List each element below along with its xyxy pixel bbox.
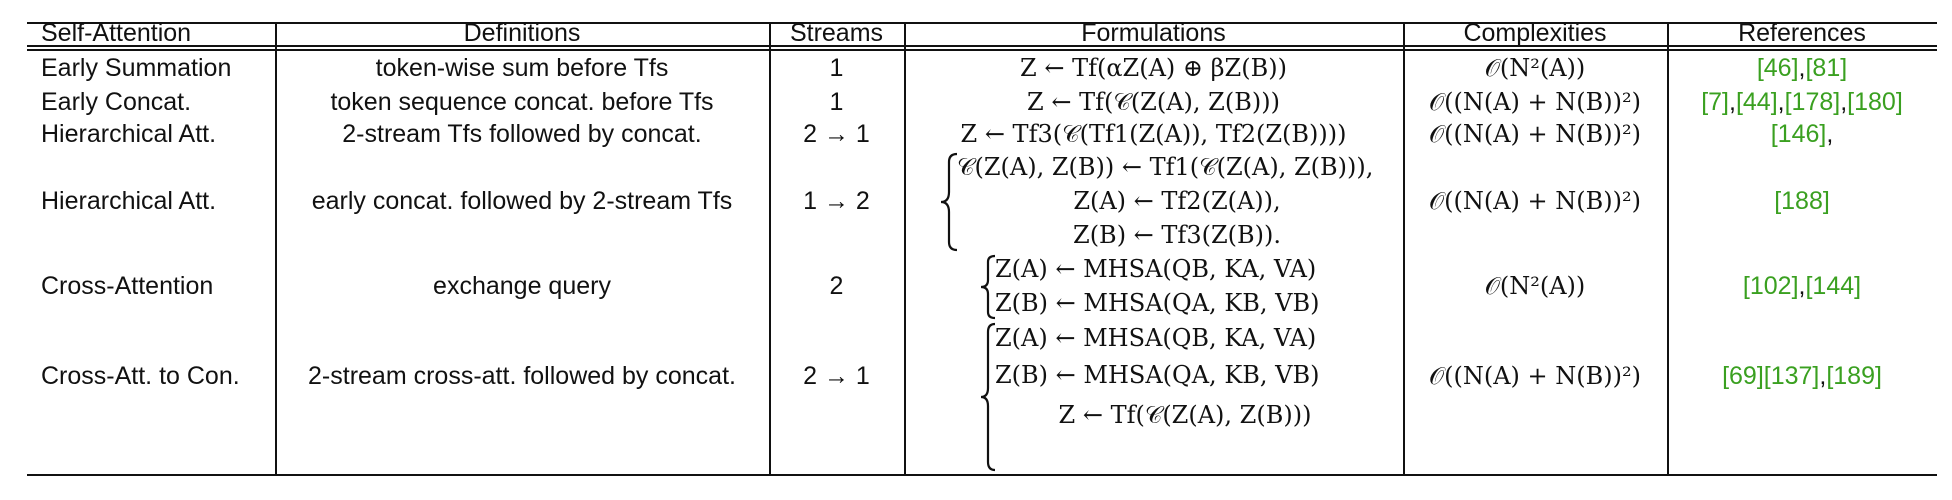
header-definitions: Definitions: [463, 19, 581, 47]
reference-link[interactable]: [102]: [1742, 271, 1799, 300]
streams-cell: 1 → 2: [803, 186, 870, 215]
reference-link[interactable]: [189]: [1826, 361, 1882, 390]
references-cell: [46], [81]: [1667, 50, 1937, 86]
definition-cell: token-wise sum before Tfs: [375, 53, 669, 82]
definition-cell: exchange query: [433, 271, 611, 300]
self-attention-cell: Early Concat.: [41, 87, 192, 116]
definition-cell: 2-stream cross-att. followed by concat.: [308, 361, 736, 390]
formulation-line: Z(A) ← MHSA(QB, KA, VA): [995, 324, 1317, 352]
reference-link[interactable]: [178]: [1784, 87, 1841, 116]
references-cell: [102], [144]: [1667, 252, 1937, 320]
streams-cell: 2: [829, 271, 844, 300]
reference-link[interactable]: [146]: [1770, 119, 1827, 148]
column-divider: [1667, 22, 1669, 476]
reference-separator: ,: [1798, 53, 1806, 82]
left-brace: [980, 254, 996, 320]
self-attention-cell: Early Summation: [41, 53, 232, 82]
complexity-cell: 𝒪(N²(A)): [1484, 272, 1586, 300]
header-rule-1: [27, 45, 1937, 47]
header-self-attention: Self-Attention: [41, 19, 192, 47]
self-attention-cell: Cross-Attention: [41, 271, 214, 300]
reference-separator: ,: [1729, 87, 1736, 116]
formulation-line: Z(B) ← MHSA(QA, KB, VB): [995, 361, 1320, 389]
references-cell: [7], [44], [178], [180]: [1667, 86, 1937, 118]
formulation-line: Z ← Tf(𝒞(Z(A), Z(B))): [1058, 401, 1312, 429]
self-attention-cell: Hierarchical Att.: [41, 186, 217, 215]
references-cell: [188]: [1667, 150, 1937, 252]
reference-separator: ,: [1826, 119, 1834, 148]
references-cell: [69] [137], [189]: [1667, 320, 1937, 432]
header-complexities: Complexities: [1463, 19, 1607, 47]
bottom-rule: [27, 474, 1937, 476]
streams-cell: 2 → 1: [803, 119, 870, 148]
left-brace: [980, 322, 996, 472]
reference-link[interactable]: [188]: [1774, 186, 1830, 215]
top-rule: [27, 22, 1937, 24]
complexity-cell: 𝒪((N(A) + N(B))²): [1429, 88, 1641, 116]
header-rule-2: [27, 49, 1937, 51]
complexity-cell: 𝒪(N²(A)): [1484, 54, 1586, 82]
definition-cell: early concat. followed by 2-stream Tfs: [311, 186, 733, 215]
reference-separator: ,: [1798, 271, 1806, 300]
reference-link[interactable]: [46]: [1756, 53, 1799, 82]
header-formulations: Formulations: [1081, 19, 1226, 47]
formulation-line: Z(B) ← MHSA(QA, KB, VB): [995, 289, 1320, 317]
reference-separator: ,: [1777, 87, 1785, 116]
header-streams: Streams: [789, 19, 884, 47]
reference-link[interactable]: [144]: [1805, 271, 1862, 300]
definition-cell: 2-stream Tfs followed by concat.: [342, 119, 702, 148]
complexity-cell: 𝒪((N(A) + N(B))²): [1429, 187, 1641, 215]
reference-link[interactable]: [180]: [1847, 87, 1903, 116]
formulation-line: 𝒞(Z(A), Z(B)) ← Tf1(𝒞(Z(A), Z(B))),: [957, 153, 1374, 181]
left-brace: [940, 152, 958, 252]
self-attention-cell: Cross-Att. to Con.: [41, 361, 240, 390]
column-divider: [275, 22, 277, 476]
reference-link[interactable]: [81]: [1805, 53, 1848, 82]
streams-cell: 1: [829, 53, 844, 82]
formulation-cell: Z ← Tf3(𝒞(Tf1(Z(A)), Tf2(Z(B)))): [960, 120, 1347, 148]
complexity-cell: 𝒪((N(A) + N(B))²): [1429, 120, 1641, 148]
header-references: References: [1738, 19, 1866, 47]
streams-cell: 1: [829, 87, 844, 116]
complexity-cell: 𝒪((N(A) + N(B))²): [1429, 362, 1641, 390]
reference-link[interactable]: [69]: [1722, 361, 1764, 390]
reference-separator: ,: [1840, 87, 1848, 116]
formulation-line: Z(A) ← Tf2(Z(A)),: [1073, 187, 1281, 215]
formulation-line: Z(A) ← MHSA(QB, KA, VA): [995, 255, 1317, 283]
formulation-cell: Z ← Tf(αZ(A) ⊕ βZ(B)): [1020, 54, 1287, 82]
reference-link[interactable]: [44]: [1735, 87, 1778, 116]
reference-separator: ,: [1819, 361, 1827, 390]
column-divider: [1403, 22, 1405, 476]
formulation-line: Z(B) ← Tf3(Z(B)).: [1073, 221, 1281, 249]
self-attention-cell: Hierarchical Att.: [41, 119, 217, 148]
column-divider: [769, 22, 771, 476]
column-divider: [904, 22, 906, 476]
reference-link[interactable]: [7]: [1701, 87, 1729, 116]
references-cell: [146],: [1667, 118, 1937, 150]
comparison-table: Self-Attention Definitions Streams Formu…: [27, 19, 1937, 476]
formulation-cell: Z ← Tf(𝒞(Z(A), Z(B))): [1027, 88, 1280, 116]
reference-link[interactable]: [137]: [1763, 361, 1820, 390]
definition-cell: token sequence concat. before Tfs: [330, 87, 714, 116]
streams-cell: 2 → 1: [803, 361, 870, 390]
